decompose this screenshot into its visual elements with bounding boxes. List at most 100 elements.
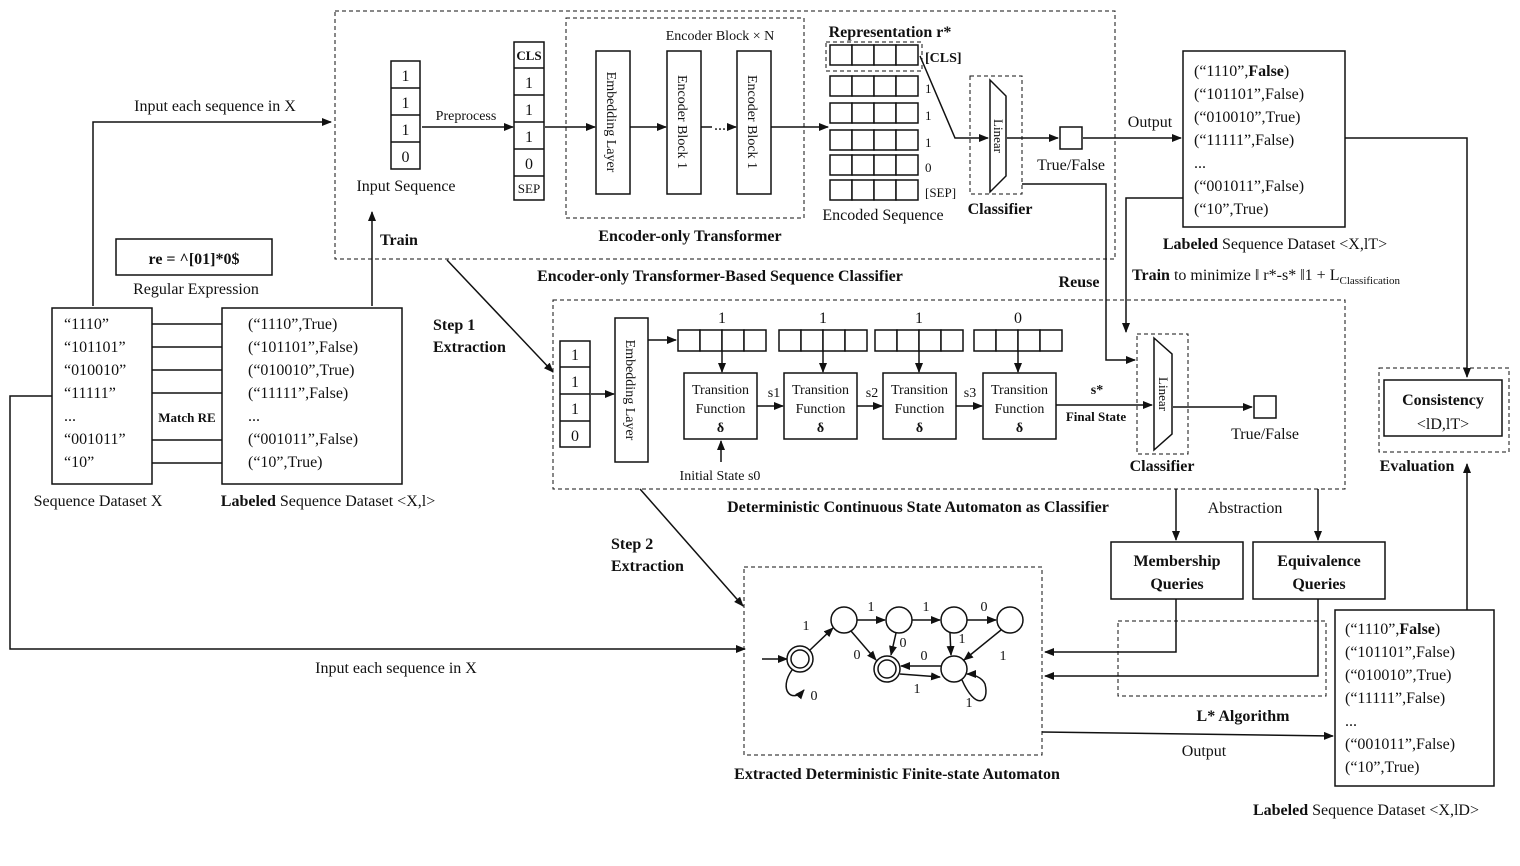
connector <box>809 627 834 651</box>
dataset-lt-caption: Labeled Sequence Dataset <X,lT> <box>1163 236 1387 253</box>
dcsa-output-cell <box>1253 395 1277 419</box>
step1-arrow <box>446 259 554 373</box>
encoded-cell <box>829 154 853 176</box>
encoder-block-label: Encoder Block 1 <box>674 75 689 169</box>
dfa-edge-label: 0 <box>900 636 907 651</box>
initial-state-label: Initial State s0 <box>680 469 761 484</box>
tf-delta: δ <box>916 421 923 436</box>
input-bit: 1 <box>402 68 410 85</box>
tf-line: Transition <box>891 383 948 398</box>
classifier-label: Classifier <box>968 201 1033 218</box>
ellipsis: ... <box>714 117 726 134</box>
input-bit: 1 <box>402 95 410 112</box>
dataset-item: “101101” <box>64 339 126 356</box>
dfa-edge-label: 0 <box>921 649 928 664</box>
dfa-edge-label: 1 <box>959 632 966 647</box>
evaluation-label: Evaluation <box>1380 458 1455 475</box>
encoder-block-1 <box>666 50 702 195</box>
match-re-label: Match RE <box>158 410 215 425</box>
dfa-edge-label: 0 <box>854 648 861 663</box>
linear-label: Linear <box>991 119 1006 154</box>
train-sub: Classification <box>1339 275 1400 287</box>
state-label: s1 <box>768 386 780 401</box>
train-bold: Train <box>1132 267 1170 284</box>
dataset-item: “001011” <box>64 431 126 448</box>
labeled-dataset-lt <box>1182 50 1346 228</box>
tf-line: Transition <box>991 383 1048 398</box>
transformer-panel <box>334 10 1116 260</box>
token: 1 <box>525 75 533 92</box>
encoded-cell <box>829 75 853 97</box>
caption-bold: Labeled <box>1163 236 1218 253</box>
dcsa-input-sequence: 1 1 1 0 <box>559 340 591 448</box>
state-vector-cell <box>1017 329 1041 352</box>
dcsa-embedding-label: Embedding Layer <box>622 340 637 441</box>
lstar-group <box>1117 620 1327 697</box>
connector <box>1044 599 1319 680</box>
dataset-ld-caption: Labeled Sequence Dataset <X,lD> <box>1253 802 1479 819</box>
connector <box>899 672 941 681</box>
train-rest: to minimize ‖ r*-s* ‖1 + L <box>1170 267 1340 284</box>
dataset-lt-item: (“1110”,False) <box>1194 63 1289 80</box>
true-false-label: True/False <box>1037 157 1105 174</box>
encoded-cell <box>895 129 919 151</box>
dataset-item: “11111” <box>64 385 116 402</box>
step2-label: Step 2 <box>611 536 653 553</box>
connector <box>785 669 805 700</box>
caption-rest: Sequence Dataset <X,l> <box>276 493 435 510</box>
labeled-item: ... <box>248 408 260 425</box>
row-label: 1 <box>925 108 932 123</box>
dfa-state-q4 <box>996 606 1024 634</box>
regex-caption: Regular Expression <box>133 281 259 298</box>
transition-function-box <box>683 372 758 440</box>
connector <box>946 632 955 656</box>
dataset-ld-item: (“010010”,True) <box>1345 667 1452 684</box>
state-vector-cell <box>800 329 824 352</box>
item-text: (“1110”, <box>1194 63 1248 80</box>
encoder-block-n <box>736 50 772 195</box>
dfa-state-q0-accept <box>790 649 810 669</box>
state-vector-cell <box>940 329 964 352</box>
token: 0 <box>525 156 533 173</box>
connector <box>850 630 877 661</box>
encoder-block-title: Encoder Block × N <box>666 29 775 44</box>
row-label: 1 <box>925 135 932 150</box>
train-minimize-label: Train to minimize ‖ r*-s* ‖1 + LClassifi… <box>1132 267 1400 287</box>
step-bit-label: 1 <box>819 310 827 327</box>
step-bit-label: 1 <box>915 310 923 327</box>
state-vector-cell <box>822 329 846 352</box>
tf-line: Function <box>796 402 846 417</box>
dcsa-bit: 1 <box>571 347 579 364</box>
token: 1 <box>525 129 533 146</box>
dcsa-bit: 0 <box>571 428 579 445</box>
tf-delta: δ <box>817 421 824 436</box>
labeled-item: (“11111”,False) <box>248 385 348 402</box>
dataset-lt-item: (“101101”,False) <box>1194 86 1304 103</box>
caption-rest: Sequence Dataset <X,lD> <box>1308 802 1479 819</box>
encoded-cell <box>873 129 897 151</box>
transition-function-box <box>783 372 858 440</box>
state-vector-cell <box>844 329 868 352</box>
state-vector-cell <box>973 329 997 352</box>
state-vector-cell <box>918 329 942 352</box>
token-sep: SEP <box>518 181 540 196</box>
sequence-dataset-caption: Sequence Dataset X <box>34 493 163 510</box>
encoded-cell <box>829 44 853 66</box>
consistency-box <box>1383 379 1503 437</box>
dataset-lt-item: (“001011”,False) <box>1194 178 1304 195</box>
train-minimize-arrow <box>1122 197 1183 333</box>
consistency-sub: <lD,lT> <box>1417 416 1469 433</box>
labeled-item: (“010010”,True) <box>248 362 355 379</box>
item-close: ) <box>1435 621 1440 638</box>
state-vector-cell <box>995 329 1019 352</box>
top-input-label: Input each sequence in X <box>134 98 296 115</box>
dcsa-embedding-layer <box>614 317 649 463</box>
state-vector-cell <box>778 329 802 352</box>
representation-label: Representation r* <box>829 24 952 41</box>
encoded-caption: Encoded Sequence <box>822 207 943 224</box>
item-bold: False <box>1248 63 1284 80</box>
state-vector-cell <box>677 329 701 352</box>
equivalence-line: Equivalence <box>1277 553 1361 570</box>
output-cell <box>1059 126 1083 150</box>
labeled-dataset <box>221 307 403 485</box>
